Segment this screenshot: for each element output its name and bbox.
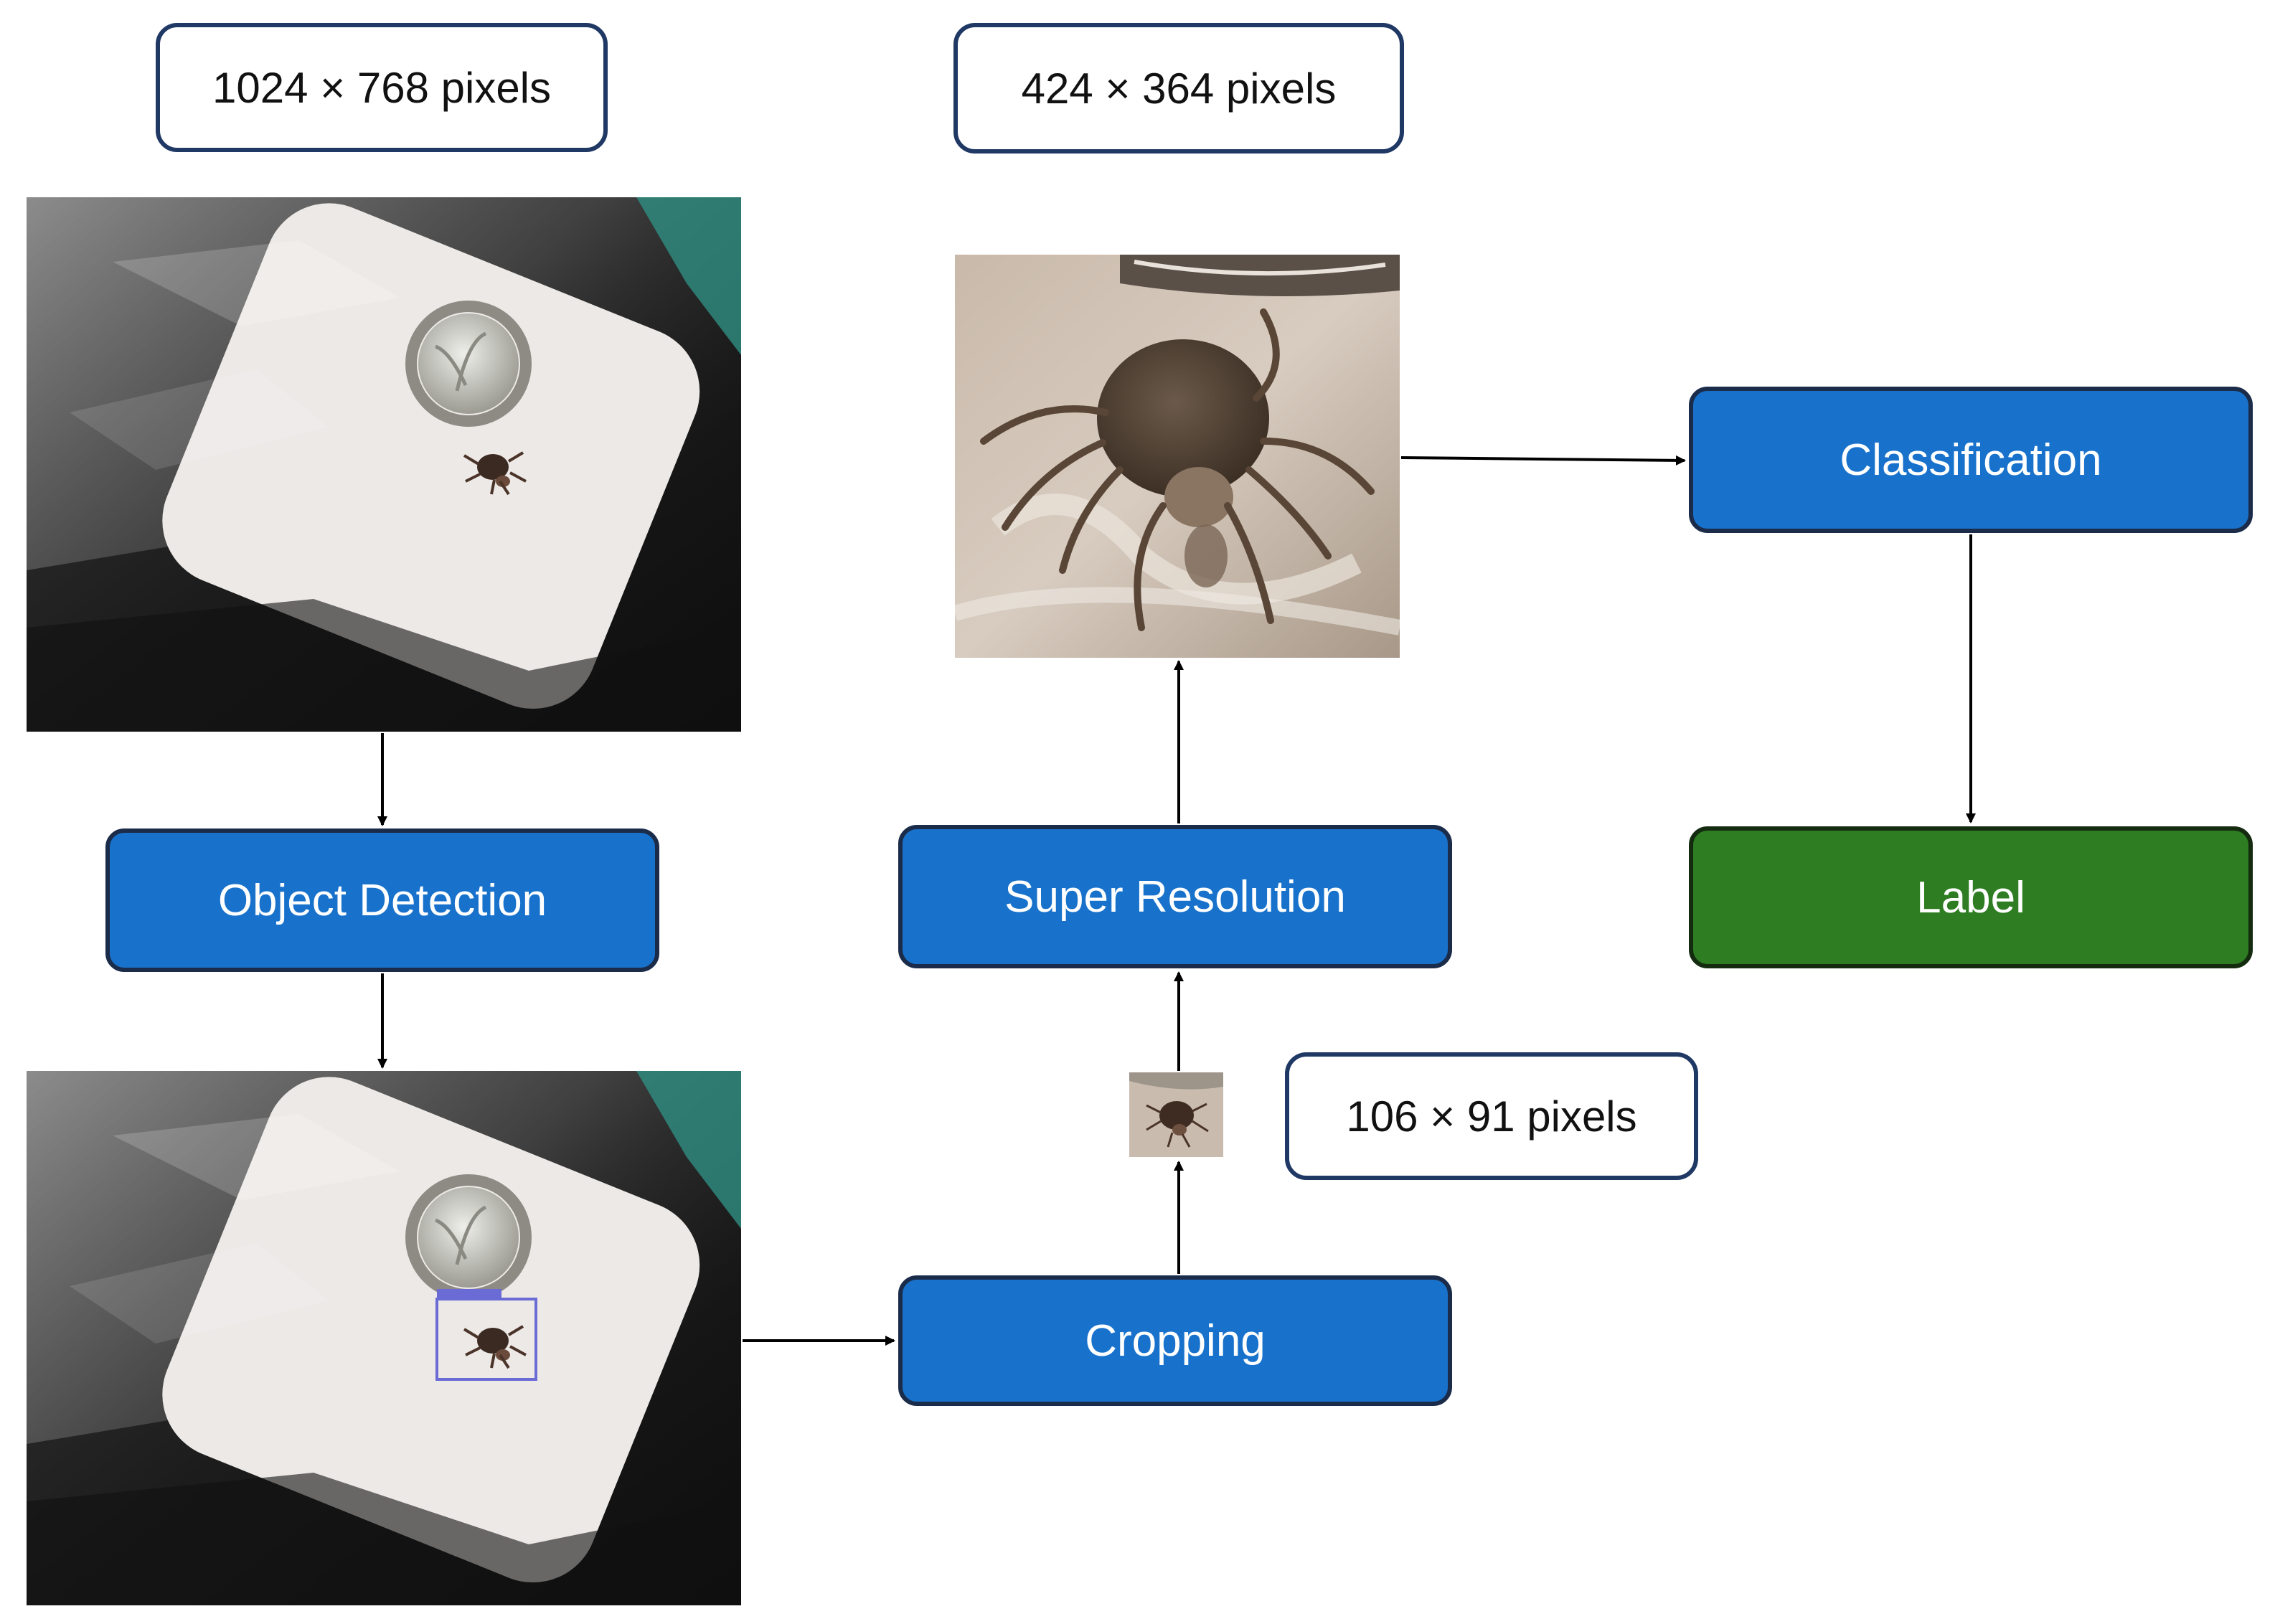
classification-step: Classification [1689, 387, 2253, 533]
super-resolved-size-label: 424 × 364 pixels [953, 23, 1404, 154]
super-resolution-step: Super Resolution [898, 825, 1452, 968]
super-resolved-photo [955, 255, 1400, 658]
detection-photo [27, 1071, 741, 1605]
original-size-label: 1024 × 768 pixels [156, 23, 608, 152]
cropping-step: Cropping [898, 1275, 1452, 1406]
object-detection-step: Object Detection [105, 828, 659, 972]
cropped-size-label: 106 × 91 pixels [1285, 1052, 1698, 1180]
label-output: Label [1689, 826, 2253, 968]
arrow-photo-to-classification [1400, 455, 1686, 466]
input-photo [27, 197, 741, 732]
cropped-tick-thumbnail [1129, 1072, 1223, 1157]
